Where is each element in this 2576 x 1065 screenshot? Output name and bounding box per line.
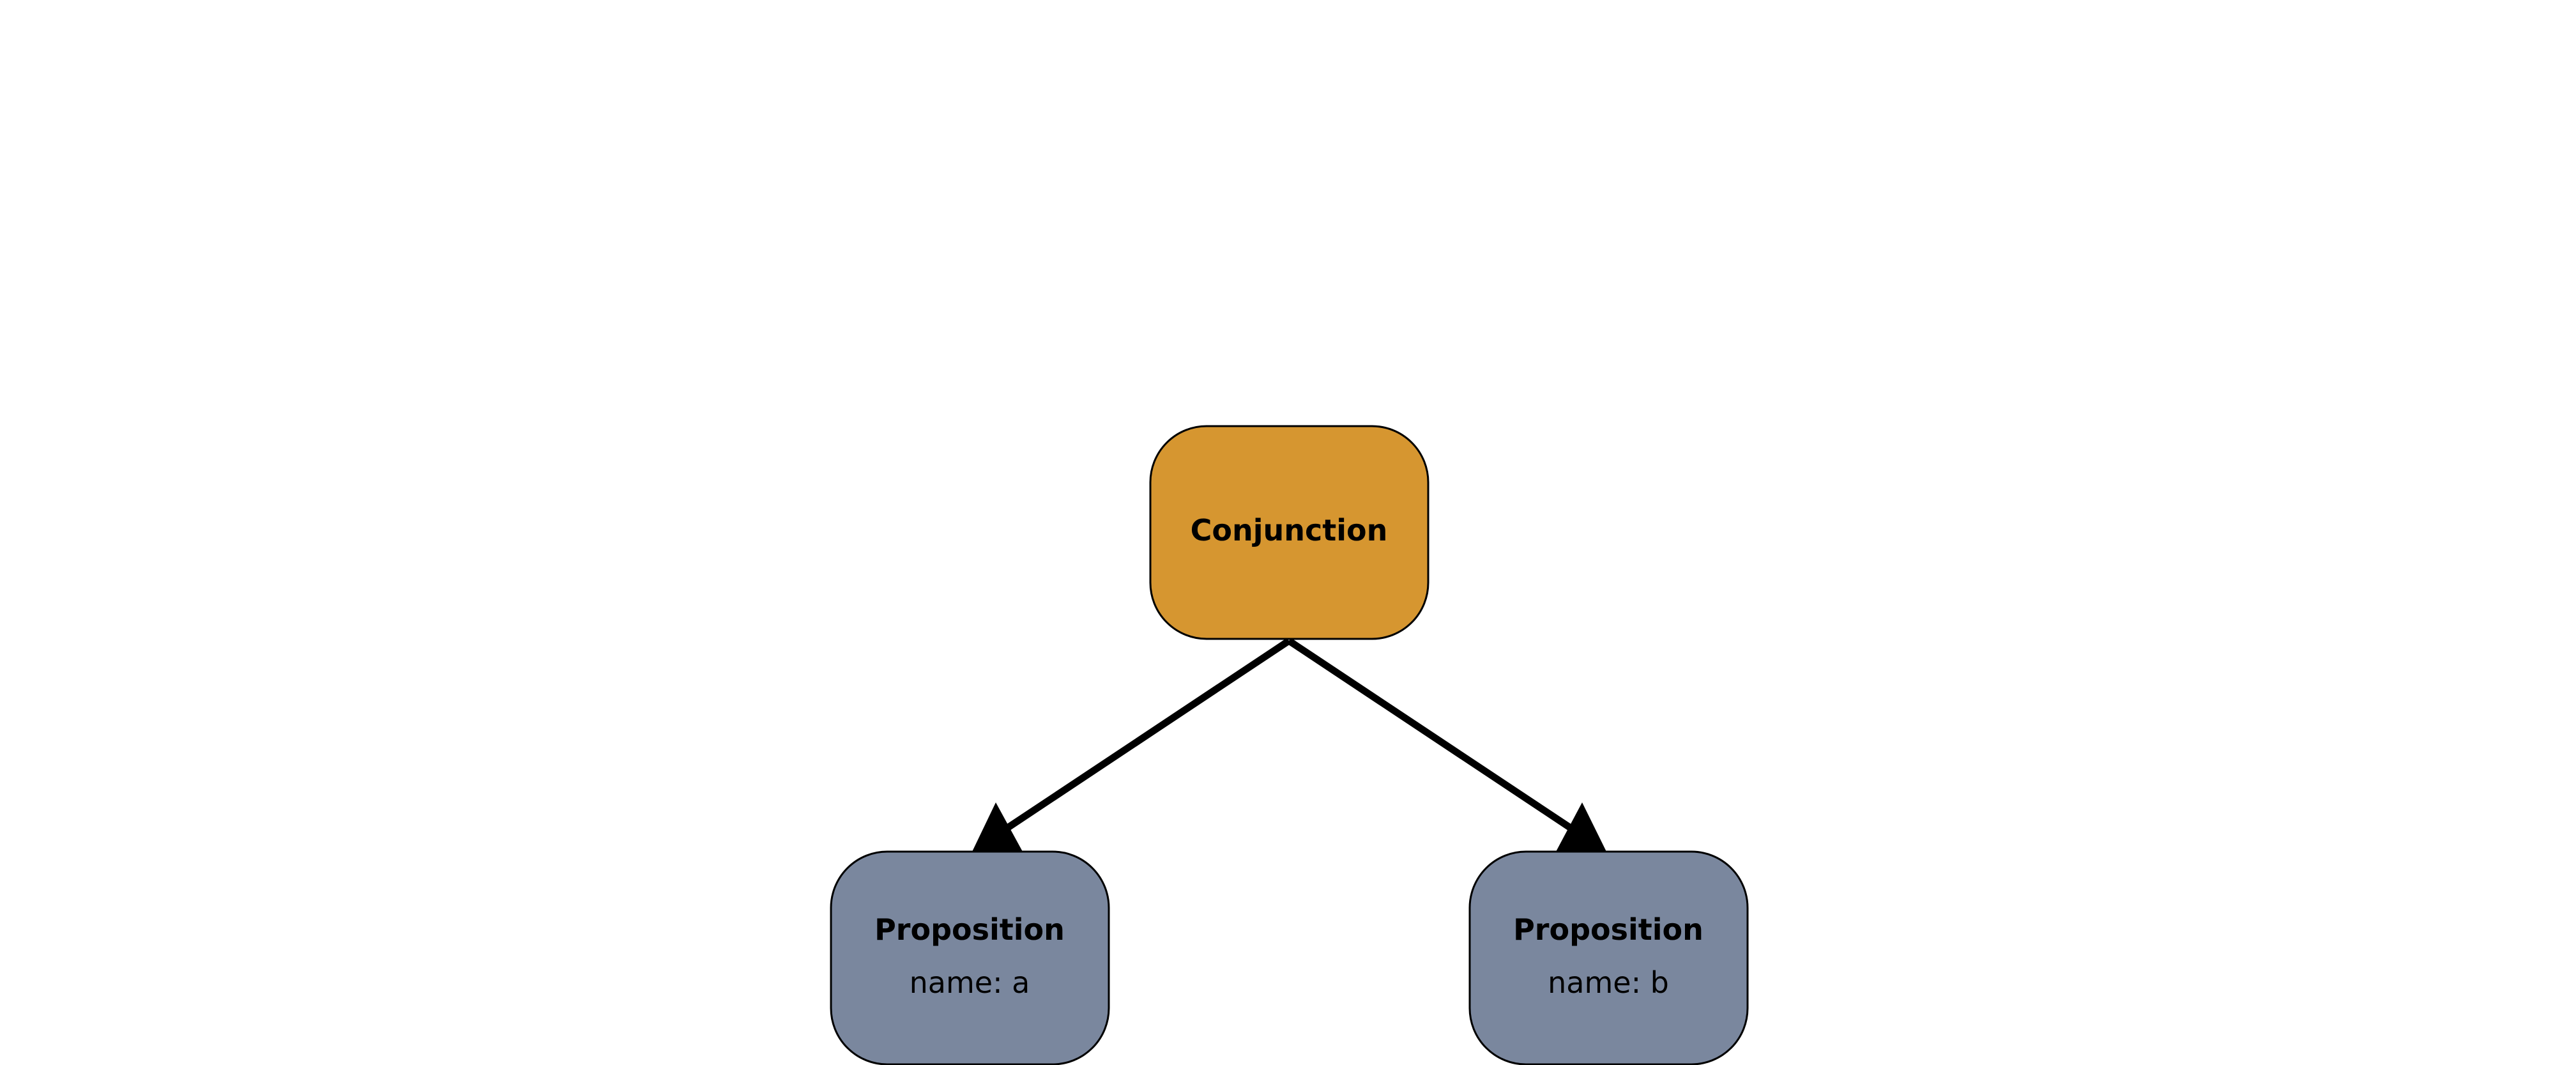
node-proposition-b-detail: name: b [1548,965,1669,1000]
edge-root-to-right [1286,638,1606,852]
arrowhead-icon [1556,802,1606,852]
node-proposition-a[interactable]: Proposition name: a [830,850,1110,1065]
node-proposition-a-title: Proposition [874,912,1065,947]
node-proposition-b[interactable]: Proposition name: b [1468,850,1749,1065]
arrowhead-icon [972,802,1023,852]
node-conjunction-title: Conjunction [1191,513,1388,548]
node-conjunction[interactable]: Conjunction [1149,425,1429,640]
node-proposition-b-box [1468,850,1749,1065]
node-proposition-a-box [830,850,1110,1065]
node-proposition-b-title: Proposition [1513,912,1703,947]
edge-root-to-left [972,638,1292,852]
node-conjunction-box [1149,425,1429,640]
edge-line [1286,638,1575,832]
node-proposition-a-detail: name: a [910,965,1030,1000]
edge-line [1003,638,1292,832]
